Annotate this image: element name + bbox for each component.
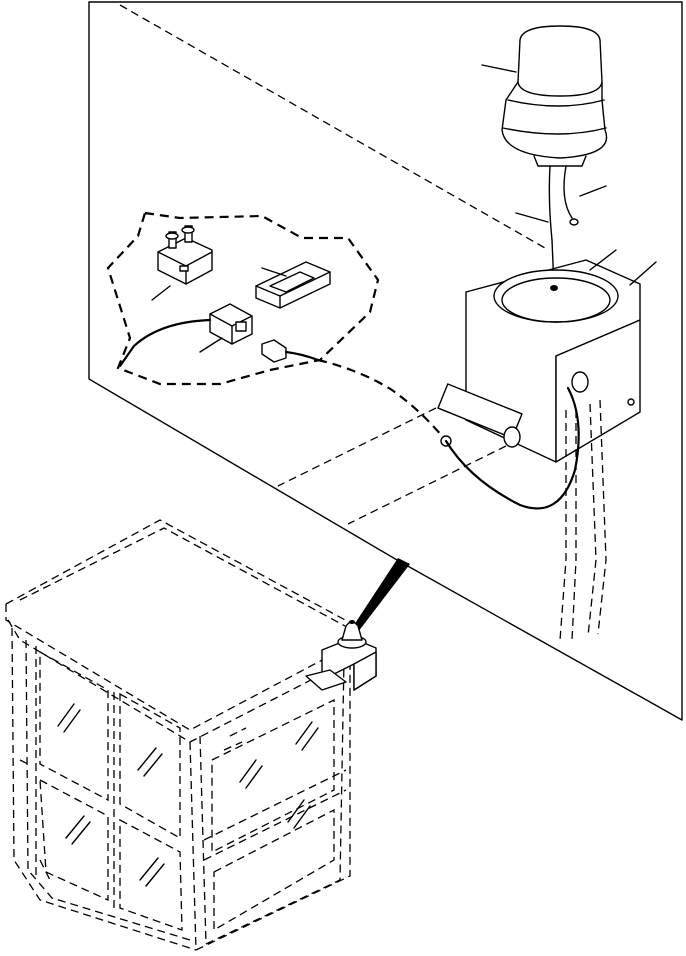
beacon-lamp	[481, 25, 608, 289]
bracket-wire	[444, 386, 580, 510]
leader-line-disc	[589, 249, 617, 271]
detail-panel	[88, 1, 683, 721]
leader-line-switch	[261, 267, 287, 277]
leader-line-wire	[579, 185, 607, 197]
leader-line-relay	[151, 285, 171, 301]
leader-line-beacon	[481, 64, 517, 73]
detail-pointer	[352, 558, 410, 632]
leader-line-flasher	[199, 337, 223, 353]
mounting-bolts	[437, 371, 589, 448]
relay-unit	[151, 225, 213, 301]
wire-connector	[261, 339, 443, 437]
inset-region	[106, 211, 380, 386]
leader-line-bracket	[629, 261, 657, 286]
cab-beacon	[305, 620, 377, 691]
flasher-unit	[118, 303, 253, 368]
cab-outline	[5, 519, 361, 951]
rocker-switch	[255, 261, 331, 309]
projection-lines	[277, 399, 607, 641]
